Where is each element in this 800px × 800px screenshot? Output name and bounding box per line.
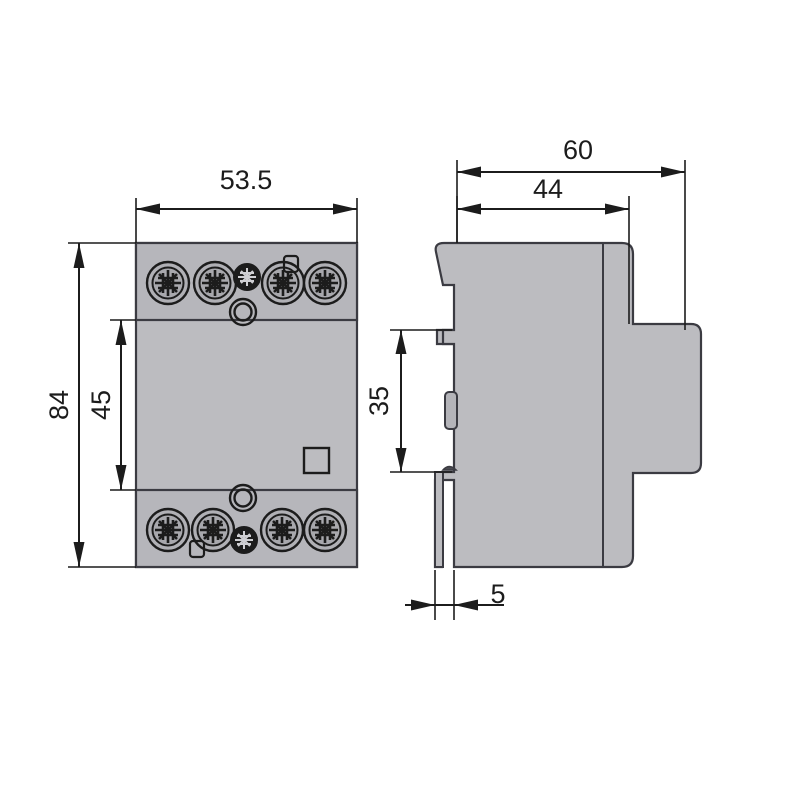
side-view-dimensions: 60 44 35 5 xyxy=(364,135,686,620)
dimension-label-width: 53.5 xyxy=(220,165,273,195)
latch-slot-icon xyxy=(444,391,458,430)
side-body-outline xyxy=(433,241,703,569)
dimension-depth-44: 44 xyxy=(456,174,630,324)
small-dark-screw-icon xyxy=(230,526,258,554)
dimension-label-clip-offset: 5 xyxy=(490,579,505,609)
screw-terminal-icon xyxy=(302,507,348,553)
screw-terminal-icon xyxy=(192,260,238,306)
bottom-square-marker-icon xyxy=(188,539,206,559)
top-square-marker-icon xyxy=(282,254,300,274)
screw-terminal-icon xyxy=(259,507,305,553)
front-top-terminals xyxy=(145,254,348,327)
front-bottom-terminals xyxy=(145,483,348,559)
rail-hook-nub-icon xyxy=(441,465,458,471)
dimension-label-depth-body: 44 xyxy=(533,174,563,204)
dimension-depth-60: 60 xyxy=(456,135,686,330)
screw-terminal-icon xyxy=(145,507,191,553)
dimension-label-depth-total: 60 xyxy=(563,135,593,165)
small-dark-screw-icon xyxy=(233,263,261,291)
dimension-width-53.5: 53.5 xyxy=(135,165,358,243)
center-square-marker-icon xyxy=(302,446,331,475)
side-view xyxy=(433,241,703,569)
screw-terminal-icon xyxy=(190,507,236,553)
front-view xyxy=(134,241,359,569)
dimension-label-height-body: 45 xyxy=(86,390,116,420)
dimension-label-mount-height: 35 xyxy=(364,386,394,416)
rail-clip-lower-icon xyxy=(434,471,444,568)
dimension-mount-height-35: 35 xyxy=(364,329,452,473)
dimension-clip-offset-5: 5 xyxy=(405,570,506,620)
bottom-indicator-ring-icon xyxy=(228,483,258,513)
dimension-height-45: 45 xyxy=(86,319,136,491)
screw-terminal-icon xyxy=(302,260,348,306)
screw-terminal-icon xyxy=(145,260,191,306)
front-view-dimensions: 53.5 84 45 xyxy=(44,165,358,568)
top-indicator-ring-icon xyxy=(228,297,258,327)
dimension-height-84: 84 xyxy=(44,242,136,568)
dimension-label-height-total: 84 xyxy=(44,390,74,420)
